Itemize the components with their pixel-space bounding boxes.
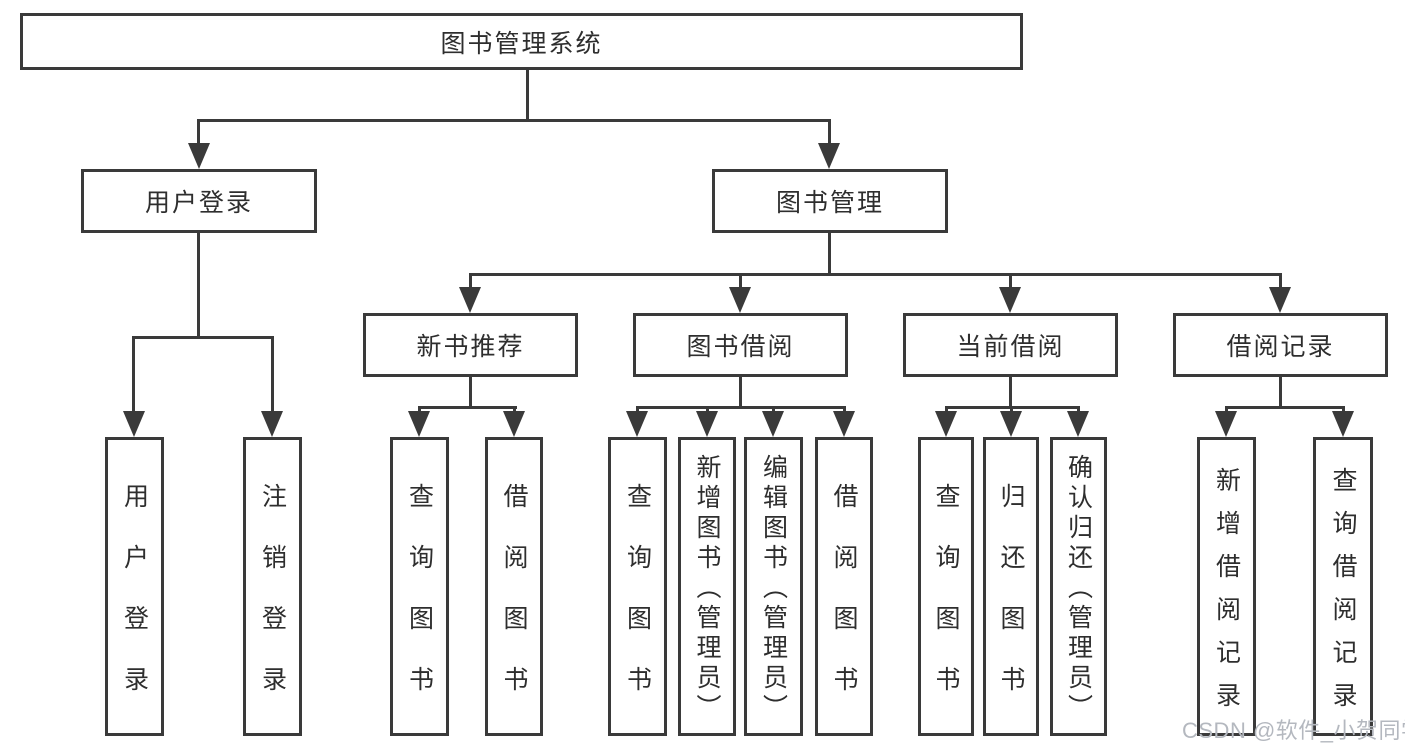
arrowhead-leaf-bb-borrow xyxy=(833,411,855,437)
arrowhead-leaf-bb-edit xyxy=(762,411,784,437)
arrow-shaft xyxy=(828,122,831,145)
arrowhead-leaf-user-login xyxy=(123,411,145,437)
leaf-bb-borrow-books: 借阅图书 xyxy=(815,437,873,736)
arrowhead-book-mgmt xyxy=(818,143,840,169)
arrowhead-leaf-cb-confirm xyxy=(1067,411,1089,437)
node-label: 当前借阅 xyxy=(956,333,1065,361)
connector-records-bus xyxy=(1225,406,1345,409)
connector-current-borrow-bus xyxy=(945,406,1080,409)
arrow-shaft xyxy=(197,122,200,145)
leaf-label: 新增借阅记录 xyxy=(1212,466,1241,725)
arrowhead-leaf-cb-query xyxy=(935,411,957,437)
leaf-label: 归还图书 xyxy=(997,482,1025,727)
node-book-borrowing: 图书借阅 xyxy=(633,313,848,377)
arrowhead-records xyxy=(1269,287,1291,313)
arrowhead-leaf-rec-query xyxy=(1332,411,1354,437)
arrowhead-new-book xyxy=(459,287,481,313)
leaf-cb-confirm-return-admin: 确认归还（管理员） xyxy=(1050,437,1107,736)
arrow-shaft xyxy=(271,339,274,413)
connector-new-book-stem xyxy=(469,377,472,408)
leaf-label: 注销登录 xyxy=(258,482,287,727)
arrowhead-leaf-logout xyxy=(261,411,283,437)
arrow-shaft xyxy=(1009,276,1012,289)
node-label: 图书管理系统 xyxy=(440,29,603,58)
leaf-rec-query-borrow-record: 查询借阅记录 xyxy=(1313,437,1373,736)
arrowhead-leaf-nb-query xyxy=(408,411,430,437)
connector-book-mgmt-stem xyxy=(828,233,831,276)
leaf-label: 借阅图书 xyxy=(830,482,858,727)
leaf-label: 查询图书 xyxy=(623,482,652,727)
arrowhead-current-borrow xyxy=(999,287,1021,313)
leaf-bb-query-books: 查询图书 xyxy=(608,437,667,736)
leaf-label: 查询图书 xyxy=(405,482,434,727)
arrow-shaft xyxy=(1279,276,1282,289)
leaf-cb-query-books: 查询图书 xyxy=(918,437,974,736)
connector-root-stem xyxy=(526,70,529,121)
leaf-nb-query-books: 查询图书 xyxy=(390,437,449,736)
arrowhead-leaf-bb-add xyxy=(696,411,718,437)
leaf-logout: 注销登录 xyxy=(243,437,302,736)
node-label: 新书推荐 xyxy=(416,333,525,361)
csdn-watermark: CSDN @软件_小贺同学 xyxy=(1182,718,1405,743)
node-user-login: 用户登录 xyxy=(81,169,317,233)
connector-book-borrow-bus xyxy=(636,406,846,409)
arrowhead-leaf-cb-return xyxy=(1000,411,1022,437)
leaf-label: 查询借阅记录 xyxy=(1329,466,1357,725)
node-current-borrowing: 当前借阅 xyxy=(903,313,1118,377)
leaf-cb-return-books: 归还图书 xyxy=(983,437,1039,736)
node-root-library-system: 图书管理系统 xyxy=(20,13,1023,70)
leaf-label: 编辑图书（管理员） xyxy=(759,454,788,724)
arrowhead-leaf-rec-add xyxy=(1215,411,1237,437)
node-label: 图书借阅 xyxy=(686,333,795,361)
leaf-bb-edit-books-admin: 编辑图书（管理员） xyxy=(744,437,803,736)
arrowhead-leaf-nb-borrow xyxy=(503,411,525,437)
arrowhead-book-borrow xyxy=(729,287,751,313)
connector-book-borrow-stem xyxy=(739,377,742,408)
leaf-label: 新增图书（管理员） xyxy=(693,454,721,724)
connector-level2-bus xyxy=(197,119,831,122)
arrowhead-user-login xyxy=(188,143,210,169)
connector-user-login-stem xyxy=(197,233,200,339)
node-label: 借阅记录 xyxy=(1226,333,1335,361)
leaf-bb-add-books-admin: 新增图书（管理员） xyxy=(678,437,736,736)
node-book-management: 图书管理 xyxy=(712,169,948,233)
arrowhead-leaf-bb-query xyxy=(626,411,648,437)
node-label: 图书管理 xyxy=(775,189,884,217)
connector-new-book-bus xyxy=(418,406,517,409)
arrow-shaft xyxy=(132,339,135,413)
leaf-nb-borrow-books: 借阅图书 xyxy=(485,437,543,736)
leaf-label: 借阅图书 xyxy=(500,482,528,727)
leaf-label: 用户登录 xyxy=(120,482,149,727)
node-borrowing-records: 借阅记录 xyxy=(1173,313,1388,377)
connector-user-login-bus xyxy=(132,336,274,339)
leaf-label: 查询图书 xyxy=(932,482,960,727)
connector-level3-bus xyxy=(469,273,1282,276)
leaf-rec-add-borrow-record: 新增借阅记录 xyxy=(1197,437,1256,736)
arrow-shaft xyxy=(469,276,472,289)
node-label: 用户登录 xyxy=(144,189,253,217)
node-new-book-recommend: 新书推荐 xyxy=(363,313,578,377)
leaf-label: 确认归还（管理员） xyxy=(1064,454,1093,724)
leaf-user-login: 用户登录 xyxy=(105,437,164,736)
connector-current-borrow-stem xyxy=(1009,377,1012,408)
arrow-shaft xyxy=(739,276,742,289)
connector-records-stem xyxy=(1279,377,1282,408)
